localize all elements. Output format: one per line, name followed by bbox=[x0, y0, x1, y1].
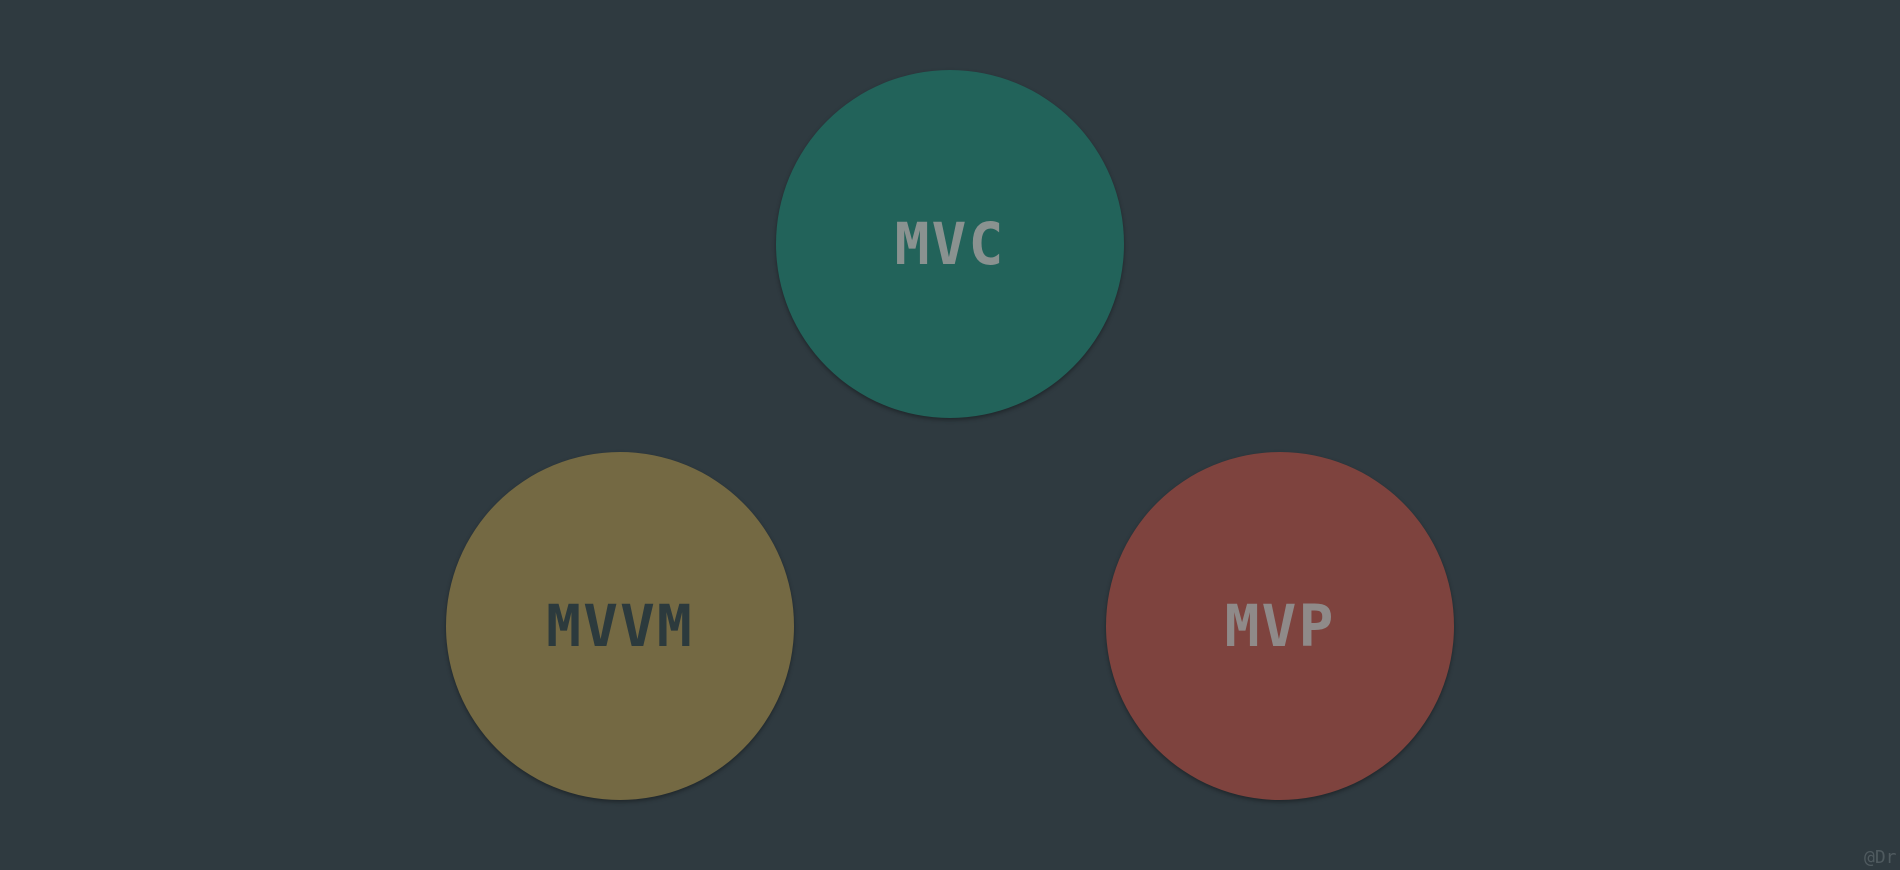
mvvm-circle: MVVM bbox=[446, 452, 794, 800]
mvp-label: MVP bbox=[1224, 592, 1336, 660]
mvc-label: MVC bbox=[894, 210, 1006, 278]
watermark: @Dr bbox=[1864, 847, 1897, 868]
mvc-circle: MVC bbox=[776, 70, 1124, 418]
mvvm-label: MVVM bbox=[546, 592, 694, 660]
mvp-circle: MVP bbox=[1106, 452, 1454, 800]
